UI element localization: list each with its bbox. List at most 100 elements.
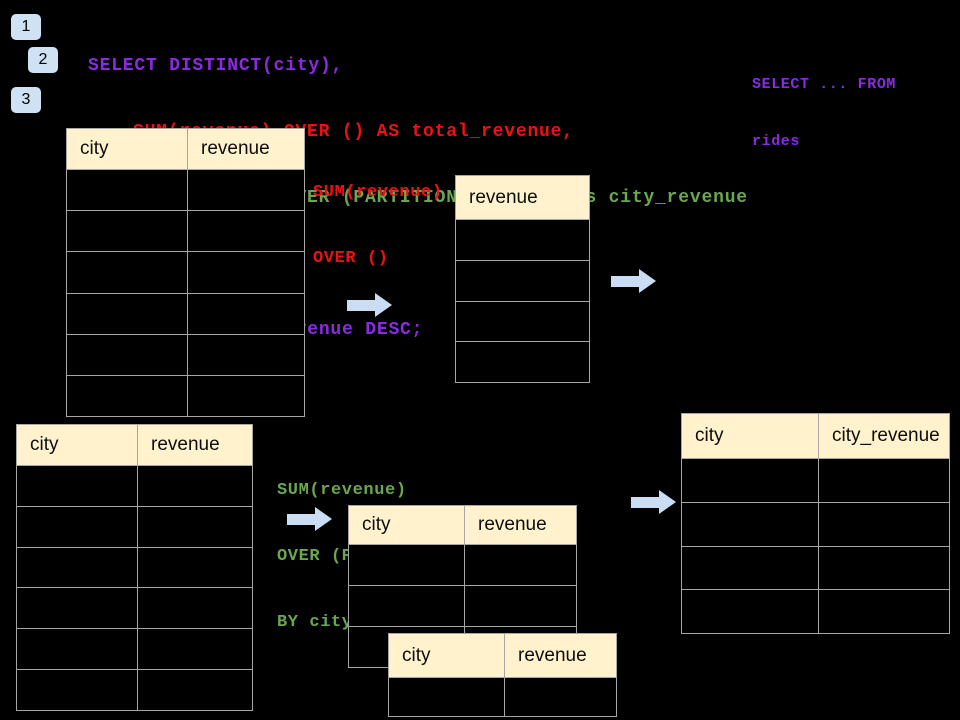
table-row <box>67 169 304 211</box>
table-partition-overlay: city revenue <box>388 633 617 717</box>
table-cell <box>187 211 304 252</box>
sql-snippet-note: SELECT ... FROM rides <box>752 37 896 189</box>
table-row <box>67 333 304 375</box>
annotation-sum-over-total: SUM(revenue) OVER () <box>313 138 443 314</box>
column-header-revenue: revenue <box>464 506 576 544</box>
table-row <box>682 501 949 546</box>
column-header-revenue: revenue <box>137 425 252 465</box>
step-badge-2: 2 <box>28 47 58 73</box>
table-cell <box>187 293 304 334</box>
table-cell <box>389 678 504 716</box>
table-row <box>17 505 252 547</box>
column-header-revenue: revenue <box>469 186 538 208</box>
table-cell <box>818 459 949 502</box>
column-header-city: city <box>402 644 431 666</box>
column-header-city: city <box>30 434 59 455</box>
table-cell <box>137 506 252 547</box>
arrow-head <box>375 293 392 317</box>
table-cell <box>17 507 137 547</box>
table-cell <box>456 220 589 260</box>
arrow-shaft <box>631 496 659 508</box>
table-row <box>456 219 589 260</box>
table-row <box>17 628 252 669</box>
annotation-total-line1: SUM(revenue) <box>313 183 443 202</box>
table-cell <box>67 335 187 375</box>
table-cell <box>682 503 818 546</box>
annotation-partition-line1: SUM(revenue) <box>277 481 407 500</box>
table-cell <box>818 502 949 546</box>
column-header-city-revenue: city_revenue <box>818 414 949 458</box>
table-row <box>389 677 616 716</box>
table-cell <box>682 590 818 633</box>
table-row <box>67 251 304 293</box>
table-header-row: city revenue <box>349 506 576 544</box>
table-header-row: city revenue <box>17 425 252 465</box>
column-header-city: city <box>695 425 724 446</box>
table-cell <box>464 586 576 626</box>
table-cell <box>456 261 589 301</box>
sql-snippet-note-line2: rides <box>752 133 801 150</box>
column-header-city: city <box>362 514 391 535</box>
table-body <box>17 465 252 710</box>
table-cell <box>187 252 304 293</box>
table-row <box>682 545 949 590</box>
sql-line-select: SELECT DISTINCT(city), <box>88 56 344 76</box>
table-cell <box>17 629 137 669</box>
table-header-row: city revenue <box>67 129 304 169</box>
table-body <box>456 219 589 383</box>
table-header-row: revenue <box>456 176 589 219</box>
table-body <box>67 169 304 417</box>
table-cell <box>17 670 137 710</box>
table-cell <box>349 586 464 626</box>
table-cell <box>67 252 187 292</box>
arrow-shaft <box>611 275 639 287</box>
table-cell <box>137 547 252 588</box>
column-header-revenue: revenue <box>187 129 304 169</box>
table-row <box>456 259 589 301</box>
table-cell <box>187 170 304 211</box>
table-cell <box>818 590 949 634</box>
table-header-row: city revenue <box>389 634 616 677</box>
arrow-shaft <box>287 513 315 525</box>
table-cell <box>187 334 304 375</box>
table-rides-input-bottom: city revenue <box>16 424 253 711</box>
table-cell <box>67 294 187 334</box>
table-row <box>682 458 949 502</box>
table-cell <box>67 211 187 251</box>
table-body <box>682 458 949 634</box>
table-total-revenue-result: revenue <box>455 175 590 384</box>
table-cell <box>67 376 187 416</box>
table-body <box>389 677 616 716</box>
table-cell <box>464 545 576 585</box>
arrow-right-icon <box>347 293 392 317</box>
arrow-right-icon <box>631 490 676 514</box>
table-row <box>17 587 252 629</box>
table-rides-input-top: city revenue <box>66 128 305 418</box>
table-cell <box>682 547 818 590</box>
table-cell <box>456 342 589 382</box>
table-city-revenue-result: city city_revenue <box>681 413 950 635</box>
arrow-head <box>315 507 332 531</box>
table-cell <box>682 459 818 502</box>
table-cell <box>137 669 252 710</box>
table-row <box>349 544 576 585</box>
table-row <box>67 292 304 334</box>
column-header-city: city <box>80 138 109 159</box>
table-row <box>456 341 589 383</box>
step-badge-3: 3 <box>11 87 41 113</box>
table-cell <box>504 678 616 716</box>
annotation-total-line2: OVER () <box>313 249 389 268</box>
table-row <box>17 546 252 588</box>
arrow-head <box>639 269 656 293</box>
table-row <box>456 300 589 342</box>
sql-snippet-note-line1: SELECT ... FROM <box>752 76 897 93</box>
table-cell <box>137 588 252 629</box>
table-cell <box>17 466 137 506</box>
arrow-right-icon <box>287 507 332 531</box>
table-row <box>349 585 576 626</box>
step-badge-1: 1 <box>11 14 41 40</box>
table-cell <box>67 170 187 210</box>
table-row <box>17 668 252 710</box>
arrow-shaft <box>347 299 375 311</box>
